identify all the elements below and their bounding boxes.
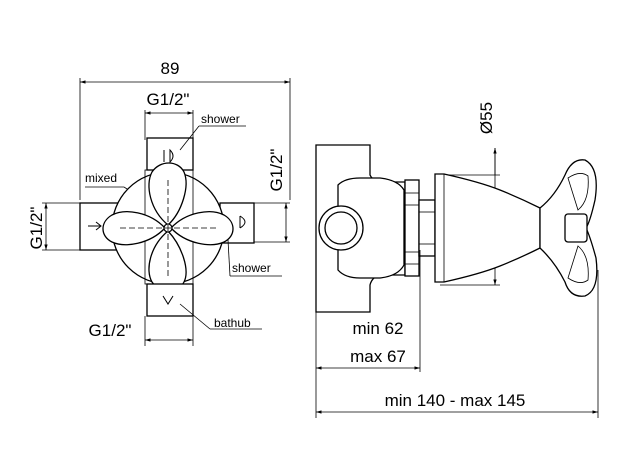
label-bathub: bathub — [214, 316, 251, 330]
depth-max: max 67 — [350, 347, 406, 366]
label-right-shower: shower — [232, 261, 271, 275]
width-dimension: 89 — [161, 59, 180, 78]
left-port-dimension: G1/2" — [27, 207, 46, 250]
top-port-dimension: G1/2" — [147, 90, 190, 109]
depth-min: min 62 — [352, 319, 403, 338]
side-view: Ø55 min 62 max 67 min — [315, 102, 599, 418]
label-top-shower: shower — [201, 112, 240, 126]
cross-handle — [102, 162, 234, 292]
right-outlet-symbol — [239, 215, 246, 229]
bottom-outlet-symbol — [162, 295, 174, 305]
right-port-dimension: G1/2" — [267, 149, 286, 192]
left-inlet-arrow-symbol — [88, 221, 102, 231]
front-view: 89 G1/2" shower G1/2" mixed G1/2" — [27, 59, 291, 346]
label-mixed: mixed — [85, 171, 117, 185]
top-outlet-symbol — [163, 148, 174, 164]
bottom-port-dimension: G1/2" — [89, 321, 132, 340]
threaded-sleeve — [404, 179, 420, 277]
cover-flange — [434, 173, 541, 283]
total-length: min 140 - max 145 — [385, 391, 526, 410]
diameter-dimension: Ø55 — [477, 102, 496, 134]
